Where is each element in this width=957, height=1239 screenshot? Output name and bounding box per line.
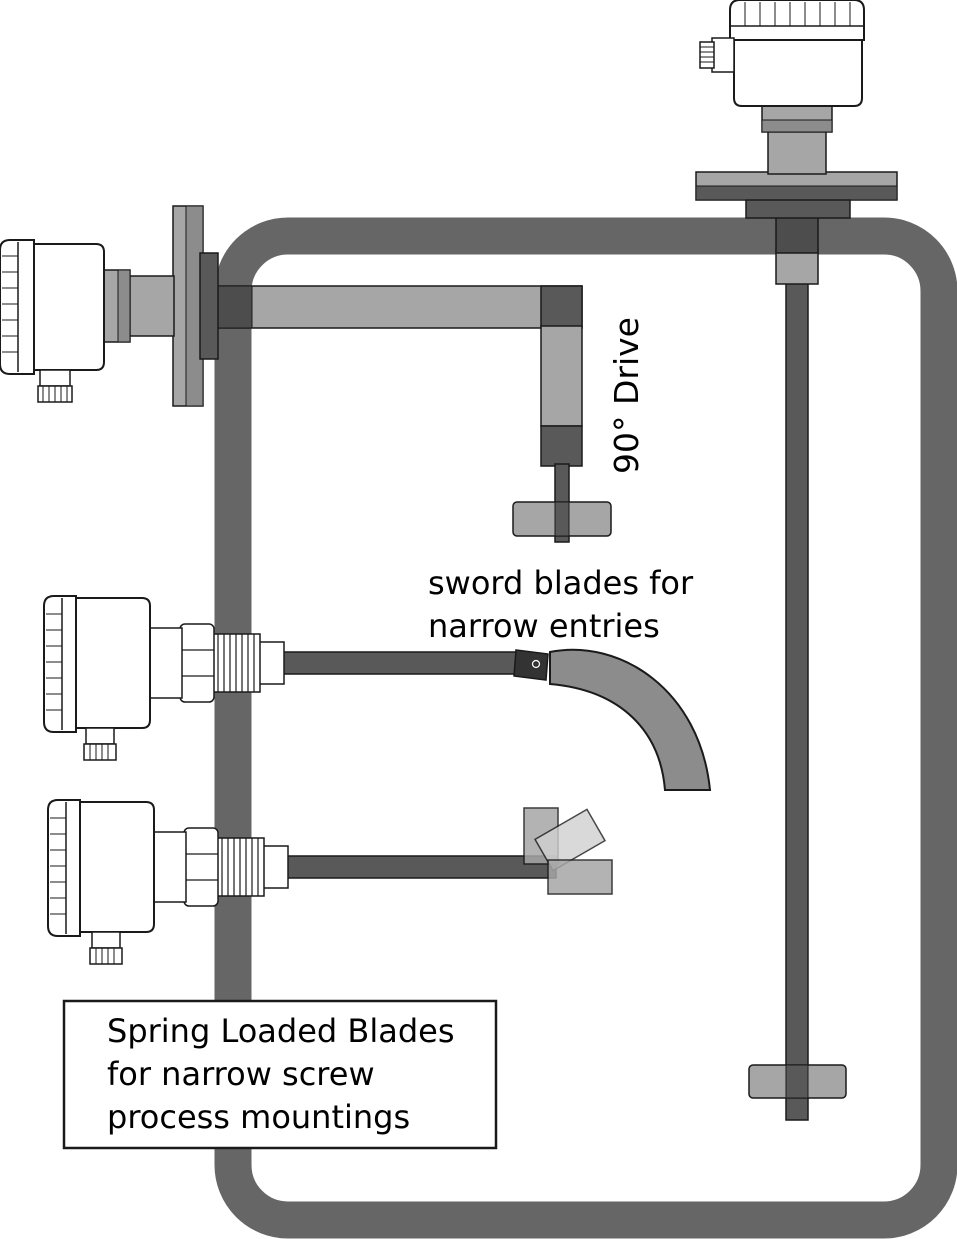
spring-blade-lower [547, 859, 613, 895]
drive-switch-housing [33, 243, 105, 371]
top-switch-cap [729, 0, 865, 41]
sword-shaft [281, 651, 521, 675]
sword-switch-housing [73, 597, 151, 729]
sword-switch-cable-gland [85, 727, 115, 745]
top-switch-shaft [785, 249, 809, 1121]
sword-label-line2: narrow entries [428, 607, 660, 645]
spring-hex-nut [183, 827, 219, 907]
drive-label: 90° Drive [607, 317, 646, 474]
drive-horizontal-tube [215, 285, 583, 329]
tank-wall [214, 217, 957, 1239]
spring-label-box [62, 999, 498, 1150]
top-mounted-switch [695, 0, 898, 1121]
spring-label-line2: for narrow screw [107, 1055, 375, 1093]
side-switch-sword-blade [43, 595, 712, 791]
spring-switch-cap [47, 799, 81, 937]
spring-label-line3: process mountings [107, 1098, 410, 1136]
spring-shaft [285, 855, 557, 879]
sword-hex-nut [179, 623, 215, 703]
side-switch-90-drive [0, 205, 612, 543]
spring-label-line1: Spring Loaded Blades [107, 1012, 455, 1050]
drive-switch-cap [0, 239, 35, 375]
spring-switch-cable-gland [91, 931, 121, 949]
drive-switch-cable-gland [39, 369, 71, 387]
top-switch-housing [733, 39, 863, 107]
top-switch-cable-gland [711, 37, 735, 73]
drive-vertical-tube [540, 325, 583, 427]
spring-switch-housing [77, 801, 155, 933]
sword-blade [549, 648, 712, 791]
spring-blade-angled [533, 808, 607, 872]
sword-switch-cap [43, 595, 77, 733]
side-switch-spring-blades [47, 799, 613, 965]
sword-label-line1: sword blades for [428, 564, 694, 602]
